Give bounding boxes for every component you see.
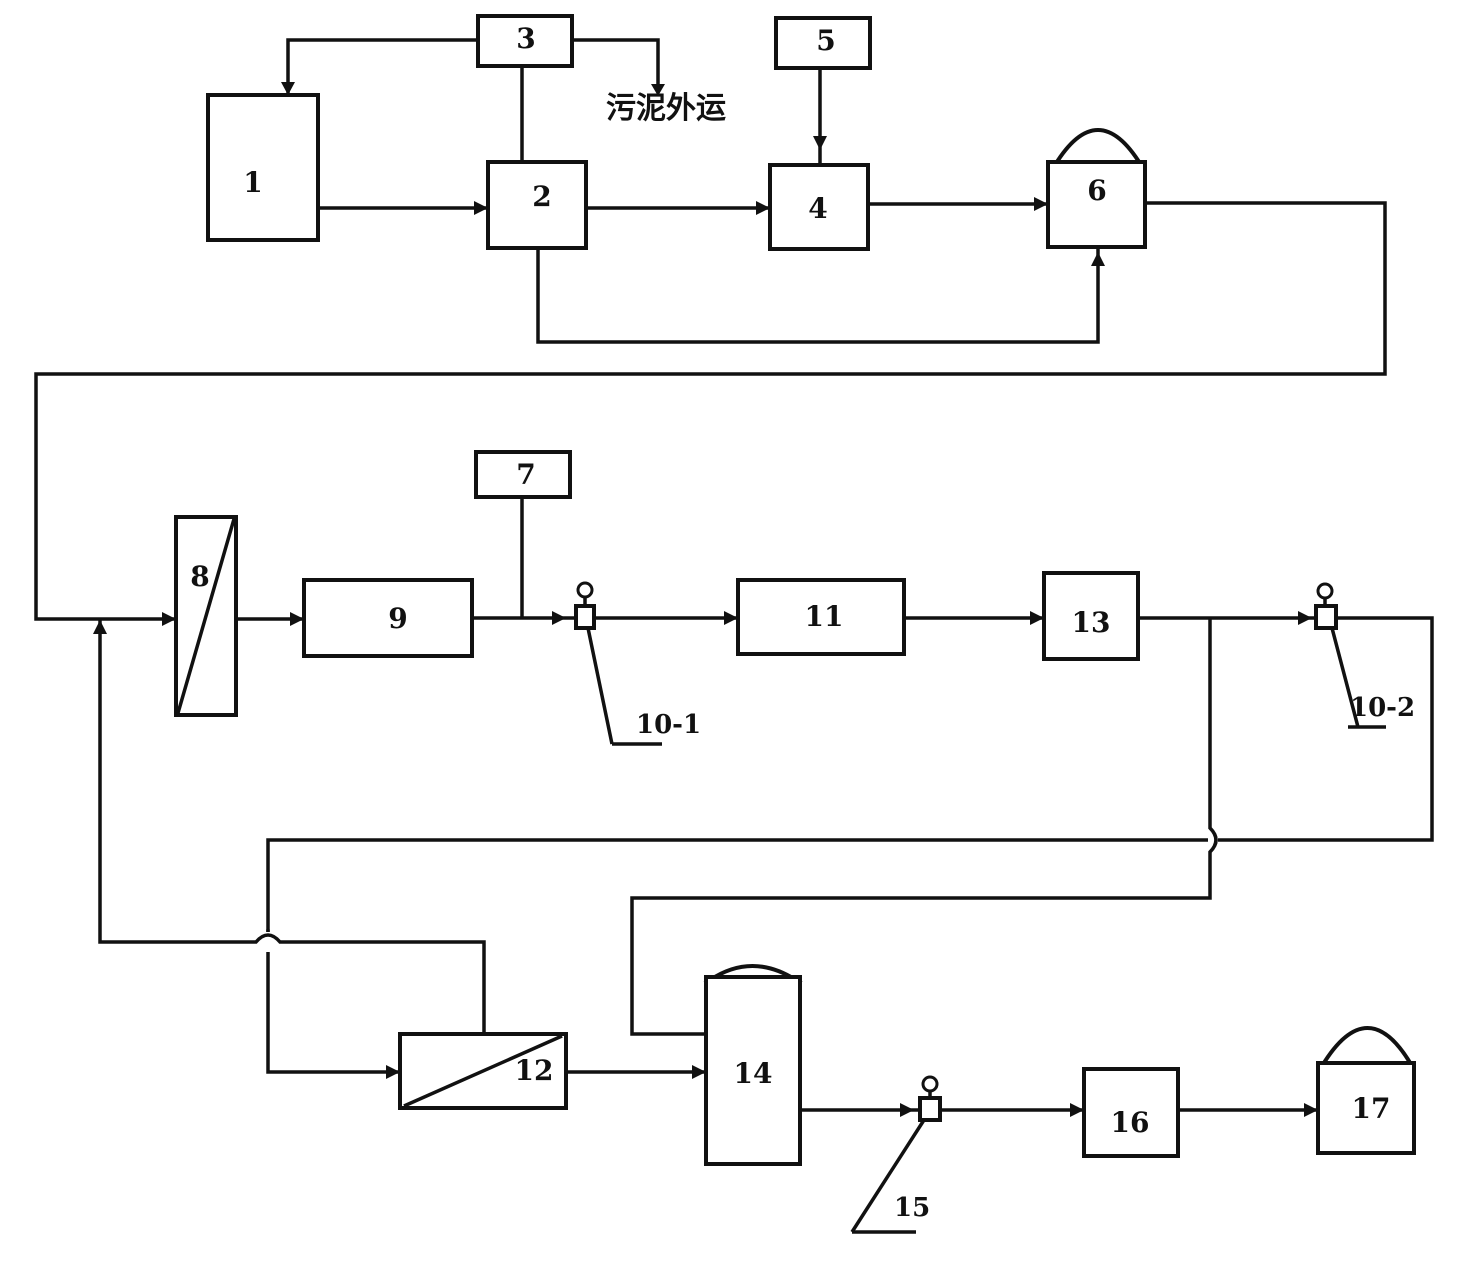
unit-7-label: 7: [516, 458, 535, 491]
arrow-sludge-out: [651, 84, 665, 96]
unit-14: 14: [703, 964, 803, 1166]
pipe-loop-to-12-lower: [266, 952, 400, 1074]
valve-15-label: 15: [894, 1193, 930, 1223]
pipe-13-to-valve-10-2: [1138, 616, 1434, 842]
arrow-into-14: [692, 1065, 706, 1079]
arrow-into-11: [724, 611, 738, 625]
unit-4: 4: [768, 163, 870, 251]
arrow-into-9: [290, 612, 304, 626]
pipe-2-to-6-bottom: [536, 247, 1100, 344]
unit-2: 2: [486, 160, 588, 250]
sludge-outlet-label: 污泥外运: [606, 91, 726, 126]
valve-10-2-label: 10-2: [1350, 693, 1415, 723]
arrow-return-up-to-8: [93, 620, 107, 634]
arrow-into-4-top: [813, 136, 827, 150]
unit-17: 17: [1316, 1026, 1416, 1155]
unit-11-label: 11: [805, 600, 844, 633]
pipes: [34, 38, 1434, 1112]
unit-13: 13: [1042, 571, 1140, 661]
unit-3: 3: [476, 14, 574, 68]
unit-8: 8: [174, 515, 238, 717]
unit-13-label: 13: [1072, 606, 1111, 639]
arrow-into-6-bottom: [1091, 252, 1105, 266]
arrow-into-16: [1070, 1103, 1084, 1117]
unit-1-label: 1: [243, 166, 262, 199]
pipe-6-to-8: [34, 201, 1387, 621]
arrow-into-4: [756, 201, 770, 215]
arrow-into-12: [386, 1065, 400, 1079]
arrow-into-valve-10-2: [1298, 611, 1312, 625]
valve-10-2: 10-2: [1314, 582, 1415, 729]
pipe-3-to-1: [286, 38, 478, 95]
unit-6-label: 6: [1087, 174, 1106, 207]
unit-9: 9: [302, 578, 474, 658]
unit-16-label: 16: [1111, 1106, 1150, 1139]
unit-5: 5: [774, 16, 872, 70]
arrow-into-2: [474, 201, 488, 215]
valve-10-1-label: 10-1: [636, 710, 701, 740]
unit-17-label: 17: [1352, 1092, 1391, 1125]
unit-1: 1: [206, 93, 320, 242]
unit-5-label: 5: [816, 24, 835, 57]
pipe-13-branch-down: [630, 618, 1218, 1036]
arrow-into-valve-15: [900, 1103, 914, 1117]
valve-10-1: 10-1: [574, 581, 701, 746]
pipe-3-to-sludge: [572, 38, 660, 88]
unit-11: 11: [736, 578, 906, 656]
unit-9-label: 9: [388, 602, 407, 635]
unit-8-label: 8: [190, 560, 209, 593]
unit-12-label: 12: [515, 1054, 554, 1087]
pipe-12-to-8-return: [98, 620, 486, 1034]
arrow-into-1: [281, 82, 295, 95]
arrow-into-17: [1304, 1103, 1318, 1117]
unit-14-label: 14: [734, 1057, 773, 1090]
arrow-into-13: [1030, 611, 1044, 625]
unit-7: 7: [474, 450, 572, 499]
arrow-into-8: [162, 612, 176, 626]
unit-12: 12: [398, 1032, 568, 1110]
pipe-loop-to-12: [266, 838, 1208, 932]
arrow-into-6: [1034, 197, 1048, 211]
unit-6: 6: [1046, 128, 1147, 249]
arrowheads: [93, 82, 1318, 1117]
unit-4-label: 4: [808, 192, 827, 225]
unit-3-label: 3: [516, 22, 535, 55]
unit-16: 16: [1082, 1067, 1180, 1158]
arrow-into-valve-10-1: [552, 611, 566, 625]
unit-2-label: 2: [532, 180, 551, 213]
valve-15: 15: [850, 1075, 942, 1234]
